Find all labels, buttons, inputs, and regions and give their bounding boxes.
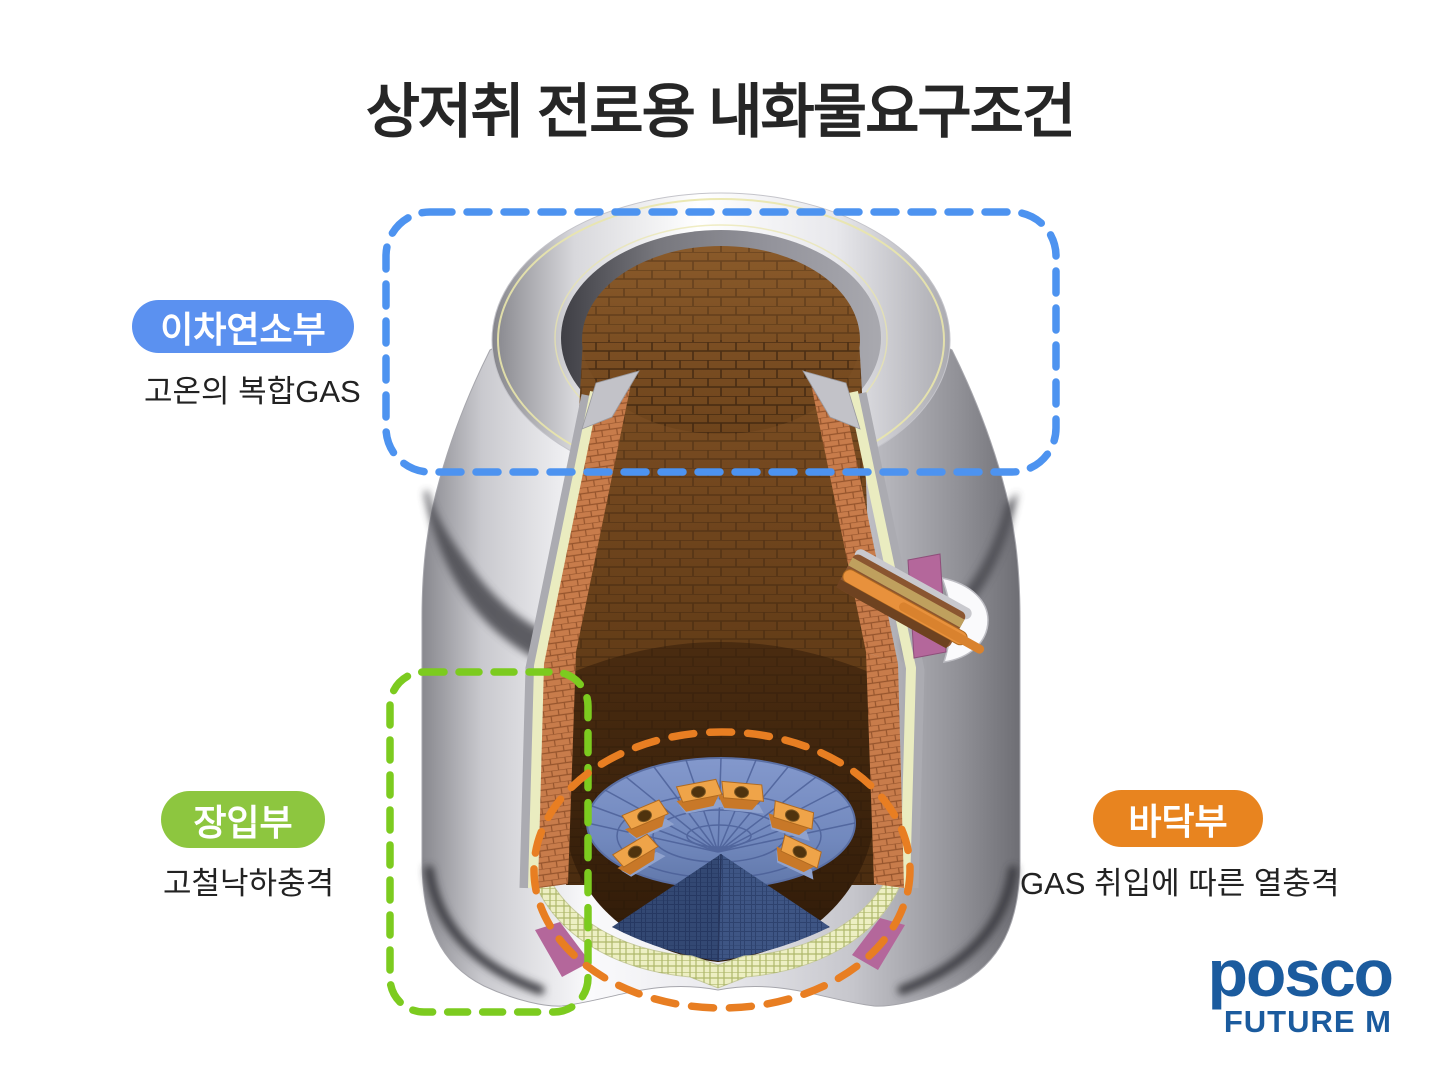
charging-label: 장입부 (193, 801, 293, 843)
posco-wordmark: posco (1207, 936, 1394, 1010)
secondary-combustion-region-outline (382, 208, 1060, 476)
tuyere-blocks (611, 778, 822, 880)
bottom-region-outline (530, 728, 914, 1012)
tap-hole (836, 549, 989, 663)
charging-region-outline (386, 668, 592, 1016)
bottom-description: GAS 취입에 따른 열충격 (1020, 866, 1340, 901)
charging-label-pill: 장입부 (161, 791, 325, 848)
tap-hole-tube (836, 549, 985, 654)
bottom-wedge-cut (612, 853, 830, 962)
seal-segment-left (535, 922, 590, 977)
posco-future-m-logo: posco FUTURE M (1207, 936, 1394, 1040)
secondary-combustion-label: 이차연소부 (160, 308, 326, 350)
secondary-combustion-label-pill: 이차연소부 (132, 300, 354, 353)
page-title: 상저취 전로용 내화물요구조건 (365, 79, 1076, 145)
charging-description: 고철낙하충격 (163, 866, 335, 901)
future-m-wordmark: FUTURE M (1223, 1004, 1392, 1039)
bottom-label: 바닥부 (1128, 800, 1228, 842)
interior-lining (563, 246, 876, 962)
bottom-label-pill: 바닥부 (1093, 790, 1263, 847)
secondary-combustion-description: 고온의 복합GAS (144, 374, 361, 409)
